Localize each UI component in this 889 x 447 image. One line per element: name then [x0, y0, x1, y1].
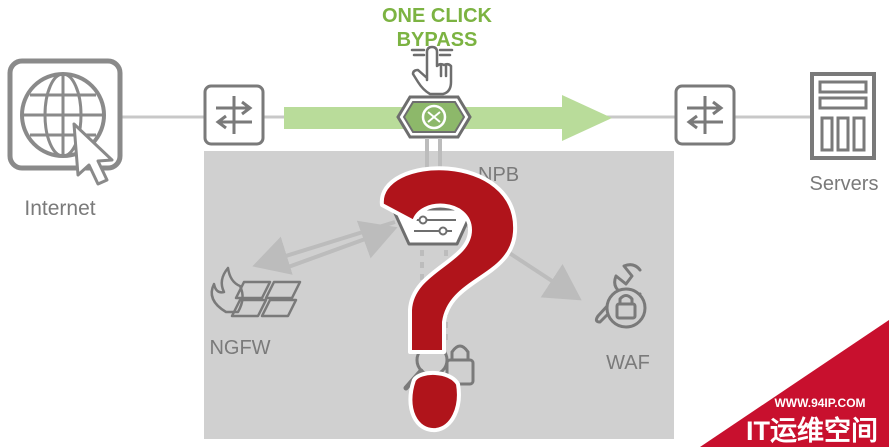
watermark-url: WWW.94IP.COM	[774, 396, 865, 410]
ngfw-label: NGFW	[209, 337, 270, 359]
server-rack-icon	[810, 72, 876, 160]
hand-pointer-icon	[410, 45, 454, 96]
switch-right-icon	[674, 84, 736, 146]
bypass-title-line2: BYPASS	[397, 29, 478, 51]
firewall-flame-icon	[210, 266, 302, 318]
waf-label: WAF	[606, 352, 650, 374]
question-mark-icon	[379, 166, 518, 433]
wrench-lock-icon	[594, 263, 647, 329]
bypass-switch-icon	[396, 95, 472, 139]
servers-label: Servers	[810, 173, 879, 195]
watermark: WWW.94IP.COM IT运维空间	[700, 320, 889, 447]
switch-left-icon	[203, 84, 265, 146]
globe-cursor-icon	[7, 58, 123, 186]
watermark-brand: IT运维空间	[746, 415, 878, 446]
bypass-title-line1: ONE CLICK	[382, 5, 493, 27]
internet-label: Internet	[24, 197, 95, 220]
